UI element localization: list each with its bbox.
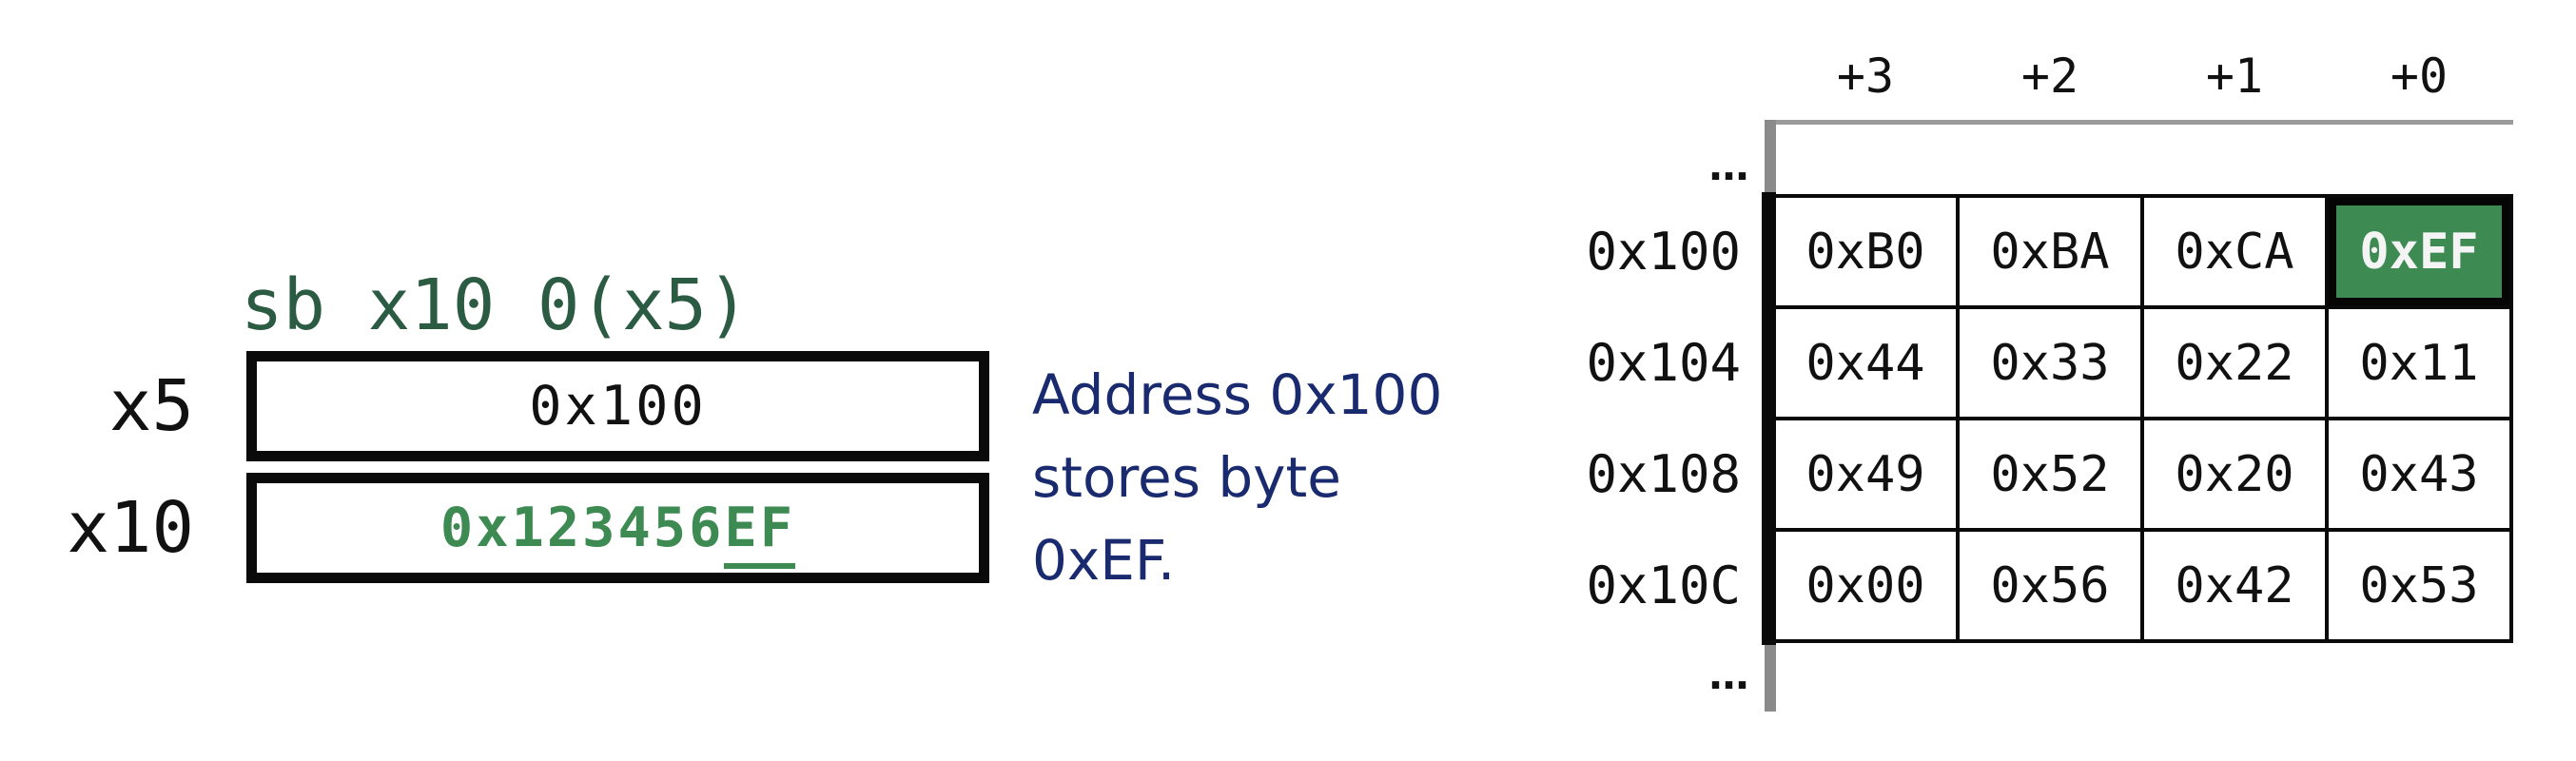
- memory-cell: 0x00: [1775, 532, 1956, 639]
- memory-cell: 0x52: [1960, 420, 2140, 528]
- caption-line-2: stores byte: [1032, 445, 1341, 510]
- address-label-0x100: 0x100: [1586, 222, 1741, 282]
- address-label-0x108: 0x108: [1586, 444, 1741, 504]
- caption-text: Address 0x100 stores byte 0xEF.: [1032, 354, 1442, 602]
- memory-axis-bar-top: [1765, 120, 1776, 198]
- byte-offset-header-2: +2: [2020, 49, 2079, 104]
- address-label-0x104: 0x104: [1586, 333, 1741, 393]
- memory-cell: 0x11: [2329, 309, 2509, 417]
- memory-cell: 0xB0: [1775, 198, 1956, 305]
- memory-cell: 0xBA: [1960, 198, 2140, 305]
- register-value-x5: 0x100: [529, 375, 707, 438]
- register-box-x5: 0x100: [246, 351, 989, 461]
- memory-cell: 0x49: [1775, 420, 1956, 528]
- memory-top-boundary-line: [1767, 120, 2513, 125]
- memory-cell: 0x53: [2329, 532, 2509, 639]
- memory-cell: 0x20: [2144, 420, 2325, 528]
- memory-axis-bar-bottom: [1765, 643, 1776, 712]
- memory-cell: 0xCA: [2144, 198, 2325, 305]
- assembly-instruction: sb x10 0(x5): [241, 264, 750, 346]
- register-label-x10: x10: [67, 487, 194, 569]
- memory-ellipsis-top: …: [1708, 143, 1749, 189]
- register-value-x10-prefix: 0x123456: [439, 497, 725, 559]
- caption-line-1: Address 0x100: [1032, 362, 1443, 427]
- memory-cell-highlighted: 0xEF: [2329, 198, 2509, 305]
- byte-offset-header-3: +3: [1836, 49, 1895, 104]
- byte-offset-header-1: +1: [2205, 49, 2264, 104]
- register-value-x10-stored-byte: EF: [724, 497, 796, 569]
- memory-cell: 0x56: [1960, 532, 2140, 639]
- register-box-x10: 0x123456EF: [246, 473, 989, 583]
- memory-cell: 0x43: [2329, 420, 2509, 528]
- memory-cell: 0x42: [2144, 532, 2325, 639]
- memory-cell: 0x33: [1960, 309, 2140, 417]
- register-value-x10: 0x123456EF: [439, 497, 796, 569]
- address-label-0x10C: 0x10C: [1586, 556, 1741, 615]
- memory-ellipsis-bottom: …: [1708, 652, 1749, 698]
- byte-offset-header-0: +0: [2390, 49, 2449, 104]
- register-label-x5: x5: [108, 365, 194, 447]
- memory-cell: 0x44: [1775, 309, 1956, 417]
- memory-cell: 0x22: [2144, 309, 2325, 417]
- caption-line-3: 0xEF.: [1032, 528, 1176, 593]
- memory-left-edge-bar: [1762, 192, 1776, 645]
- memory-grid: 0xB0 0xBA 0xCA 0xEF 0x44 0x33 0x22 0x11 …: [1771, 194, 2513, 643]
